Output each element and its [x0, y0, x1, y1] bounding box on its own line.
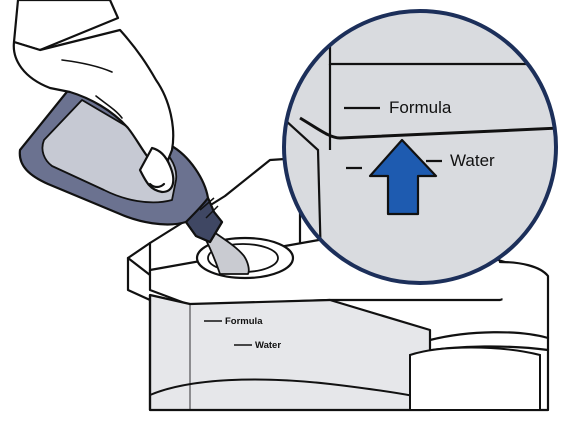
- pouring-liquid: [205, 231, 250, 275]
- water-tank: Formula Water: [148, 293, 541, 412]
- hand-icon: [12, 0, 175, 194]
- zoom-water-label: Water: [450, 151, 495, 170]
- zoom-formula-label: Formula: [389, 98, 452, 117]
- fill-opening: [195, 231, 295, 280]
- zoom-ring: [282, 9, 558, 285]
- arrow-up-icon: [368, 138, 438, 216]
- tank-water-label: Water: [255, 340, 281, 351]
- zoom-callout: Formula Water: [282, 9, 558, 285]
- tank-formula-label: Formula: [225, 316, 263, 327]
